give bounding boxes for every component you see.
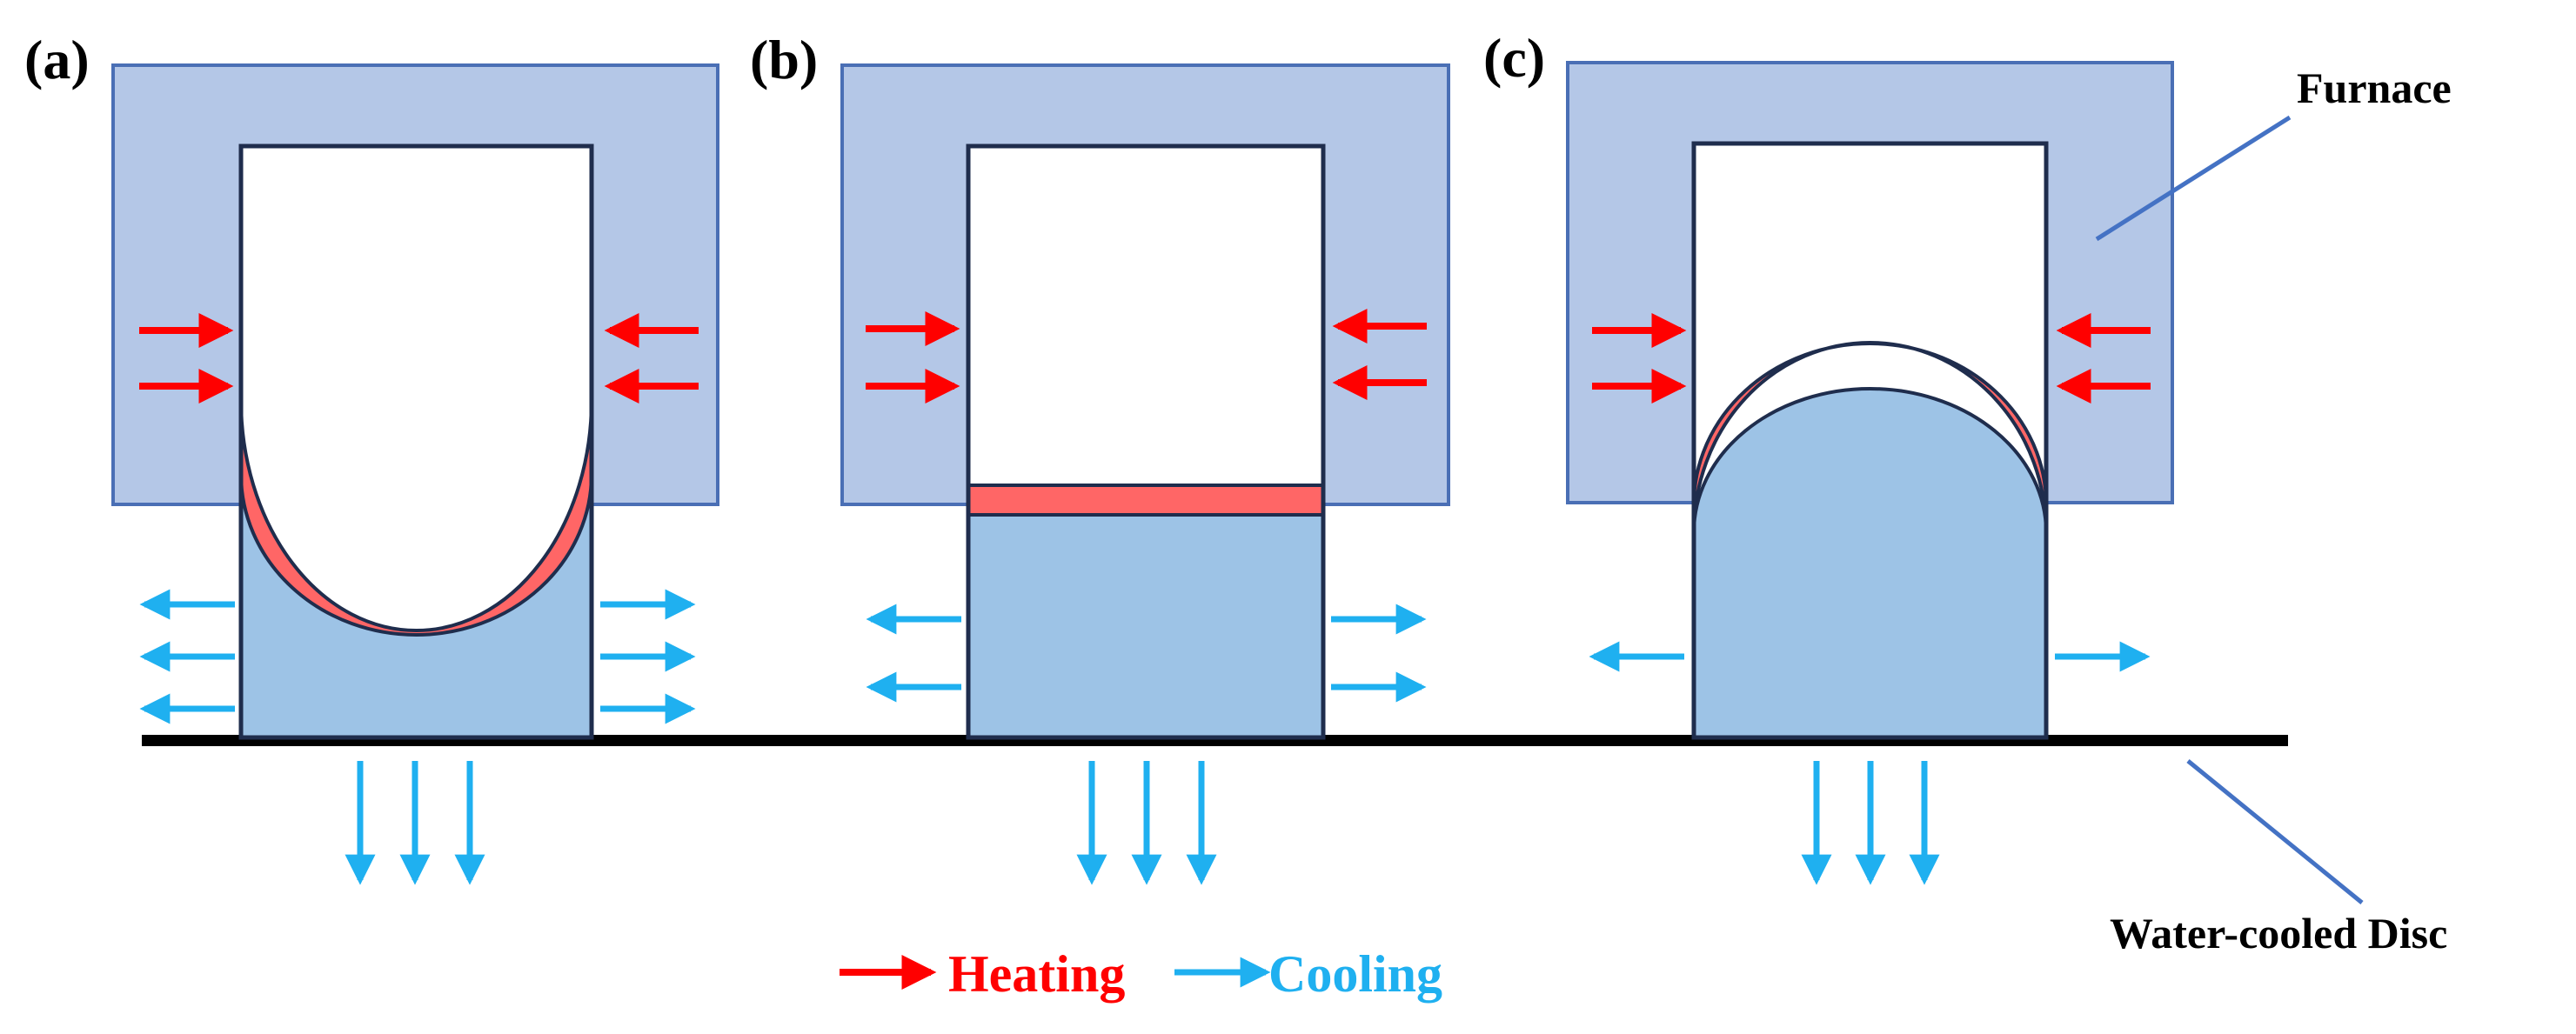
furnace-label: Furnace xyxy=(2297,63,2452,112)
panel-label-a: (a) xyxy=(24,29,90,90)
melt-layer-b xyxy=(967,484,1325,517)
disc-leader-line xyxy=(2186,759,2364,904)
solid-region-b xyxy=(968,515,1323,737)
crucible-outline-a xyxy=(238,143,594,740)
panel-a: (a) xyxy=(24,29,719,885)
panel-label-c: (c) xyxy=(1483,27,1545,89)
panel-b: (b) xyxy=(750,29,1450,885)
disc-label: Water-cooled Disc xyxy=(2110,909,2447,957)
crucible-outline-b xyxy=(966,143,1326,740)
furnace-leader-line xyxy=(2095,115,2292,242)
crucible-outline-c xyxy=(1691,141,2049,740)
solid-region-a xyxy=(241,430,592,737)
panel-c: (c) xyxy=(1483,27,2174,885)
legend-cooling-label: Cooling xyxy=(1268,945,1442,1003)
legend-heating-label: Heating xyxy=(948,945,1125,1003)
legend: Heating Cooling xyxy=(840,945,1442,1003)
solid-region-c xyxy=(1692,387,2048,739)
panel-label-b: (b) xyxy=(750,29,818,90)
